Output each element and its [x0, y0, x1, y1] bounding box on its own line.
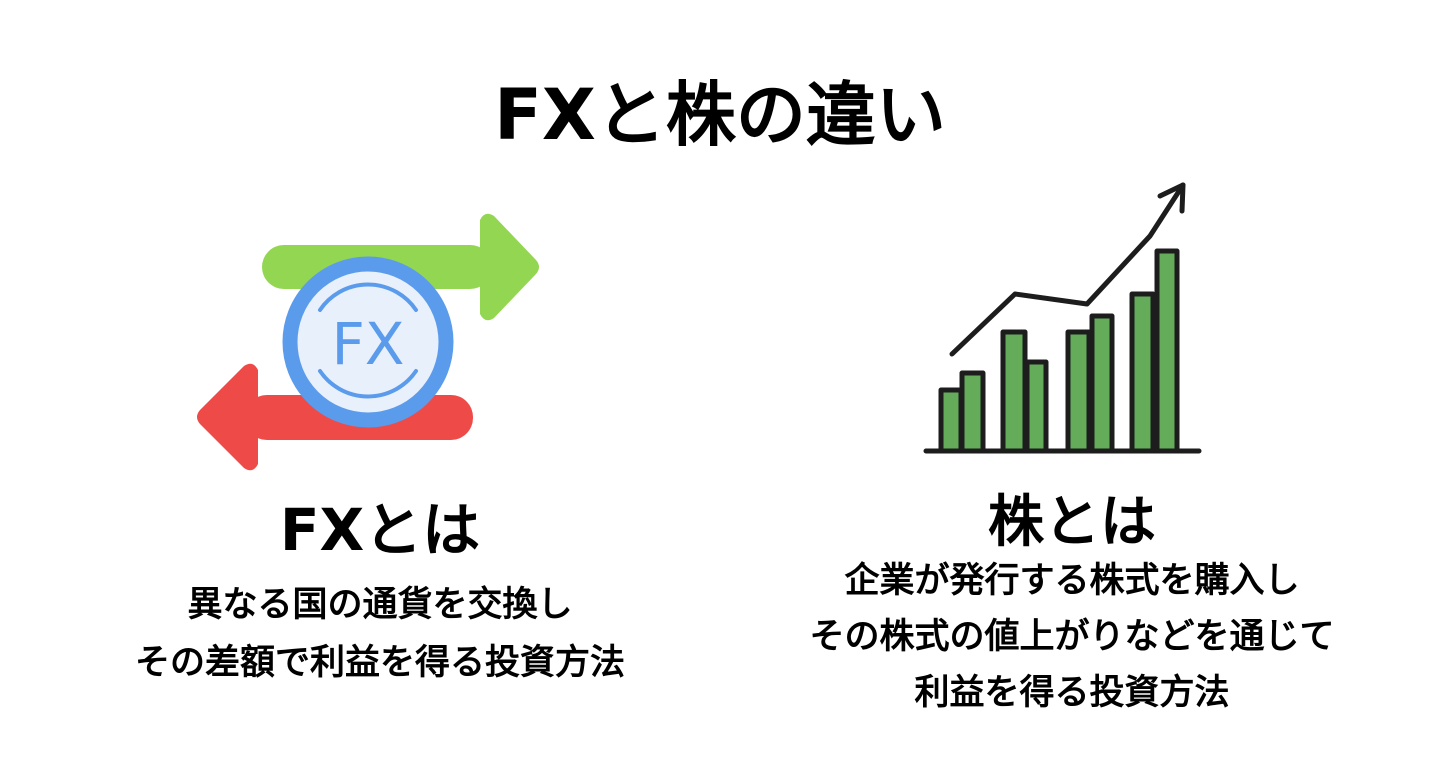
fx-description-line: その差額で利益を得る投資方法	[134, 643, 626, 683]
stock-description: 企業が発行する株式を購入し その株式の値上がりなどを通じて 利益を得る投資方法	[809, 553, 1334, 721]
fx-coin-label: FX	[331, 310, 404, 378]
fx-description-line: 異なる国の通貨を交換し	[187, 585, 573, 625]
fx-heading: FXとは	[279, 496, 481, 564]
stock-description-line: その株式の値上がりなどを通じて	[809, 617, 1335, 657]
rising-bar-chart-icon	[923, 182, 1202, 454]
currency-exchange-icon: FX	[197, 213, 539, 471]
stock-description-line: 利益を得る投資方法	[914, 673, 1230, 713]
fx-description: 異なる国の通貨を交換し その差額で利益を得る投資方法	[135, 576, 625, 692]
page-title: FXと株の違い	[494, 74, 946, 156]
stock-heading: 株とは	[988, 490, 1156, 555]
stock-description-line: 企業が発行する株式を購入し	[844, 561, 1300, 601]
